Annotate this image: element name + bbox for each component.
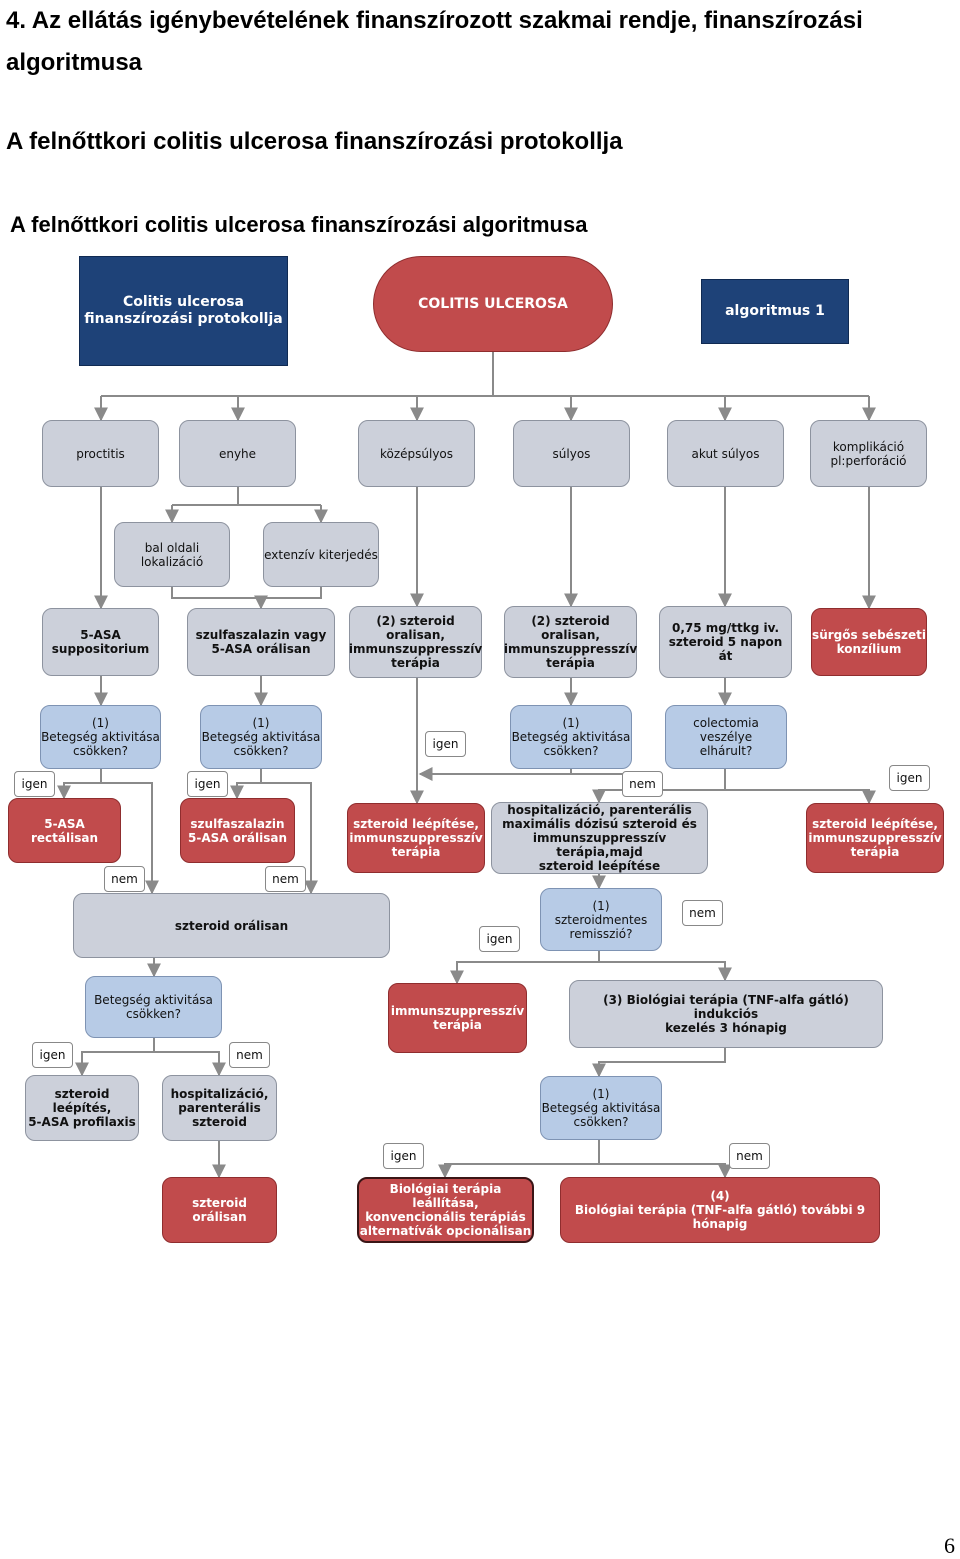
komplikacio-node: komplikáció pl:perforáció — [810, 420, 927, 487]
algorithm-label-box: algoritmus 1 — [701, 279, 849, 344]
sulyos-node: súlyos — [513, 420, 630, 487]
label-igen: igen — [889, 765, 930, 791]
label-nem: nem — [682, 900, 723, 926]
label-nem: nem — [622, 771, 663, 797]
label-igen: igen — [32, 1042, 73, 1068]
label-nem: nem — [104, 866, 145, 892]
kozepsulyos-node: középsúlyos — [358, 420, 475, 487]
biologiai-4-node: (4) Biológiai terápia (TNF-alfa gátló) t… — [560, 1177, 880, 1243]
szteroid-oralisan-node: szteroid orálisan — [73, 893, 390, 958]
page-number: 6 — [944, 1533, 955, 1558]
hosp-parenteralis-node: hospitalizáció, parenterális szteroid — [162, 1075, 277, 1141]
question-7: (1) Betegség aktivitása csökken? — [540, 1076, 662, 1140]
section-heading: 4. Az ellátás igénybevételének finanszír… — [6, 7, 863, 76]
algorithm-heading: A felnőttkori colitis ulcerosa finanszír… — [10, 212, 588, 237]
question-4: colectomia veszélye elhárult? — [665, 705, 787, 769]
protocol-title-box: Colitis ulcerosa finanszírozási protokol… — [79, 256, 288, 366]
label-igen: igen — [14, 771, 55, 797]
szulfa-node: szulfaszalazin vagy 5-ASA orálisan — [187, 608, 335, 676]
szteroid-leepitese-2-node: szteroid leépítése, immunszuppresszív te… — [806, 803, 944, 873]
sebeszet-node: sürgős sebészeti konzílium — [811, 608, 927, 676]
szulfa-oralisan-node: szulfaszalazin 5-ASA orálisan — [180, 798, 295, 863]
immunszupp-node: immunszuppresszív terápia — [388, 983, 527, 1053]
extenziv-node: extenzív kiterjedés — [263, 522, 379, 587]
question-2: (1) Betegség aktivitása csökken? — [200, 705, 322, 769]
label-igen: igen — [425, 731, 466, 757]
asa-supp-node: 5-ASA suppositorium — [42, 608, 159, 676]
szteroid-oral-2-node: (2) szteroid oralisan, immunszuppresszív… — [504, 606, 637, 678]
biologiai-3-node: (3) Biológiai terápia (TNF-alfa gátló) i… — [569, 980, 883, 1048]
asa-rectalisan-node: 5-ASA rectálisan — [8, 798, 121, 863]
enyhe-node: enyhe — [179, 420, 296, 487]
question-1: (1) Betegség aktivitása csökken? — [40, 705, 161, 769]
proctitis-node: proctitis — [42, 420, 159, 487]
question-3: (1) Betegség aktivitása csökken? — [510, 705, 632, 769]
label-nem: nem — [729, 1143, 770, 1169]
label-igen: igen — [479, 926, 520, 952]
szteroid-leepites-asa-node: szteroid leépítés, 5-ASA profilaxis — [25, 1075, 139, 1141]
label-nem: nem — [265, 866, 306, 892]
iv-szteroid-node: 0,75 mg/ttkg iv. szteroid 5 napon át — [659, 606, 792, 678]
hospitalizacio-node: hospitalizáció, parenterális maximális d… — [491, 802, 708, 874]
question-5: (1) szteroidmentes remisszió? — [540, 888, 662, 951]
biologiai-leallitas-node: Biológiai terápia leállítása, konvencion… — [357, 1177, 534, 1243]
bal-oldali-node: bal oldali lokalizáció — [114, 522, 230, 587]
question-6: Betegség aktivitása csökken? — [85, 976, 222, 1038]
label-igen: igen — [383, 1143, 424, 1169]
colitis-ulcerosa-box: COLITIS ULCEROSA — [373, 256, 613, 352]
szteroid-oralisan-final-node: szteroid orálisan — [162, 1177, 277, 1243]
label-igen: igen — [187, 771, 228, 797]
protocol-heading: A felnőttkori colitis ulcerosa finanszír… — [6, 128, 623, 155]
szteroid-leepitese-1-node: szteroid leépítése, immunszuppresszív te… — [347, 803, 485, 873]
szteroid-oral-1-node: (2) szteroid oralisan, immunszuppresszív… — [349, 606, 482, 678]
label-nem: nem — [229, 1042, 270, 1068]
akut-sulyos-node: akut súlyos — [667, 420, 784, 487]
